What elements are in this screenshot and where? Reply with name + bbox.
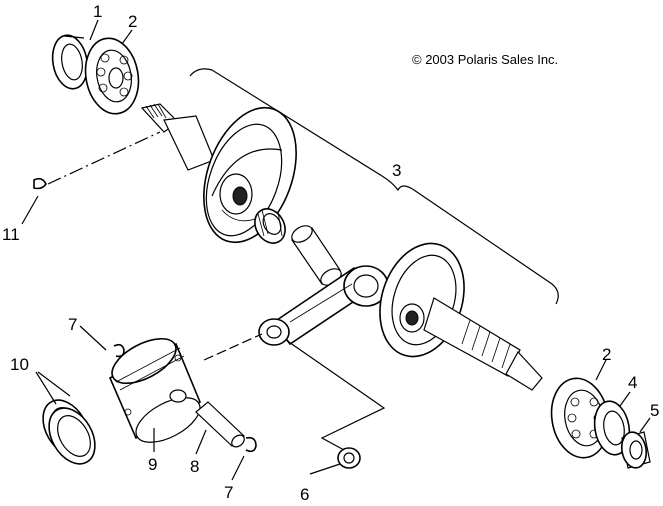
seal-1	[51, 34, 89, 90]
callout-11: 11	[2, 225, 20, 244]
callout-10: 10	[10, 355, 29, 374]
circlip-7-upper	[113, 343, 125, 358]
callout-5: 5	[650, 401, 659, 420]
bracket-3	[189, 68, 559, 305]
piston	[108, 337, 202, 443]
callout-6: 6	[300, 485, 309, 504]
callout-8: 8	[190, 457, 199, 476]
crank-half-upper	[140, 103, 297, 244]
circlip-7-lower	[245, 436, 257, 453]
callout-3: 3	[392, 161, 401, 180]
callout-2-lower: 2	[602, 345, 611, 364]
woodruff-key-11	[33, 177, 47, 190]
bearing-2-upper	[84, 37, 140, 115]
connecting-rod	[258, 265, 389, 346]
crank-half-lower	[379, 242, 543, 391]
callout-9: 9	[148, 455, 157, 474]
seal-4	[593, 400, 631, 456]
needle-bearing	[254, 208, 286, 244]
collar-5	[620, 431, 651, 469]
callout-7-upper: 7	[68, 315, 77, 334]
small-bearing-6	[337, 447, 361, 469]
copyright-text: © 2003 Polaris Sales Inc.	[412, 52, 558, 67]
callout-4: 4	[628, 373, 637, 392]
leader-lines	[21, 19, 651, 481]
callout-2-upper: 2	[128, 12, 137, 31]
callout-7-lower: 7	[224, 483, 233, 502]
piston-pin-8	[195, 401, 245, 448]
bearing-2-lower	[550, 377, 610, 459]
callout-1: 1	[93, 2, 102, 21]
crank-pin	[291, 225, 342, 286]
piston-rings-10	[42, 399, 96, 465]
